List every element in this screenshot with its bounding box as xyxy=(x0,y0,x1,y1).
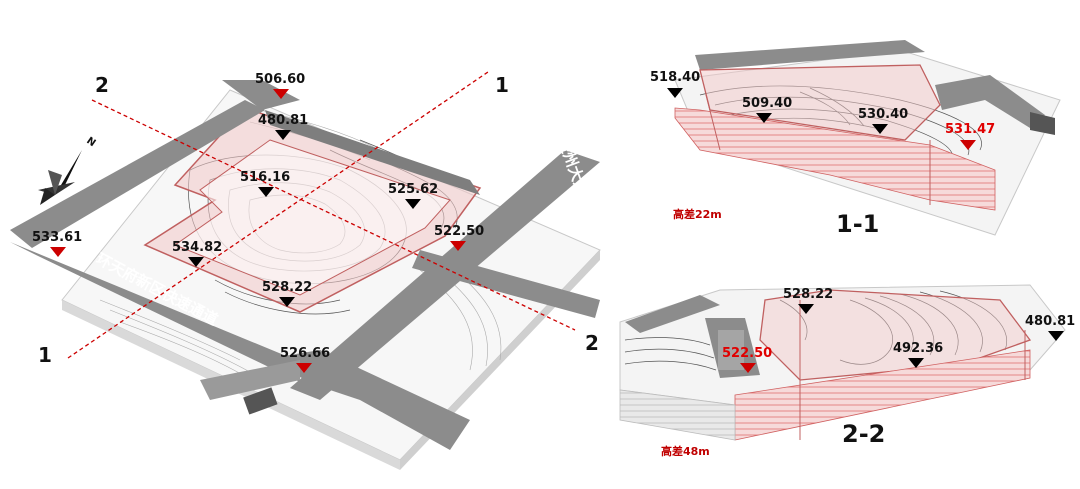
section-1-1-panel: 518.40 509.40 530.40 531.47 高差22m 1-1 xyxy=(650,40,1061,238)
svg-text:480.81: 480.81 xyxy=(1025,314,1075,329)
svg-text:526.66: 526.66 xyxy=(280,346,330,361)
section-2-title: 2-2 xyxy=(842,420,885,448)
road-south-main xyxy=(260,350,470,450)
svg-text:518.40: 518.40 xyxy=(650,70,700,85)
elevation-mark: 522.50 xyxy=(434,224,484,251)
panel-divider xyxy=(608,0,620,489)
section-marker-2-bottom: 2 xyxy=(585,331,599,355)
svg-text:533.61: 533.61 xyxy=(32,230,82,245)
section-1-title: 1-1 xyxy=(836,210,879,238)
elevation-mark: 526.66 xyxy=(280,346,330,373)
svg-text:530.40: 530.40 xyxy=(858,107,908,122)
elevation-mark: 530.40 xyxy=(858,107,908,134)
road-ring-south xyxy=(10,242,300,382)
site-internal-road xyxy=(265,110,480,195)
elevation-mark: 531.47 xyxy=(945,122,995,150)
elevation-mark: 528.22 xyxy=(783,287,833,314)
svg-text:534.82: 534.82 xyxy=(172,240,222,255)
roads xyxy=(10,80,600,450)
road-east-link xyxy=(412,250,600,318)
elevation-mark: 522.50 xyxy=(722,346,772,373)
elevation-mark: 480.81 xyxy=(258,113,308,140)
elevation-mark: 506.60 xyxy=(255,72,305,99)
svg-text:492.36: 492.36 xyxy=(893,341,943,356)
section-2-2-panel: 528.22 480.81 522.50 492.36 高差48m 2-2 xyxy=(619,284,1075,458)
section-marker-1-bottom: 1 xyxy=(38,343,52,367)
section-marker-1-top: 1 xyxy=(495,73,509,97)
elevation-mark: 525.62 xyxy=(388,182,438,209)
elevation-mark: 516.16 xyxy=(240,170,290,197)
section-line-2 xyxy=(91,99,576,331)
section-marker-2-top: 2 xyxy=(95,73,109,97)
section-2-road-west xyxy=(625,295,720,333)
svg-text:522.50: 522.50 xyxy=(722,346,772,361)
elevation-mark: 518.40 xyxy=(650,70,700,98)
svg-text:531.47: 531.47 xyxy=(945,122,995,137)
elevation-mark: 509.40 xyxy=(742,96,792,123)
elevation-mark: 480.81 xyxy=(1025,314,1075,341)
elevation-mark: 528.22 xyxy=(262,280,312,307)
section-2-contours xyxy=(624,290,1007,371)
section-1-road-north xyxy=(695,40,925,70)
svg-text:506.60: 506.60 xyxy=(255,72,305,87)
svg-text:528.22: 528.22 xyxy=(783,287,833,302)
site-boundary xyxy=(143,107,482,313)
section-1-road-east xyxy=(935,75,1045,128)
section-1-height-diff: 高差22m xyxy=(673,207,722,221)
elevation-mark: 533.61 xyxy=(32,230,82,257)
elevation-markers: 506.60 480.81 516.16 525.62 533.61 534.8… xyxy=(32,72,484,373)
road-southwest xyxy=(200,360,300,400)
svg-text:516.16: 516.16 xyxy=(240,170,290,185)
section-1-cut xyxy=(674,107,996,211)
road-west-ring xyxy=(10,100,265,248)
elevation-mark: 492.36 xyxy=(893,341,943,368)
section-2-height-diff: 高差48m xyxy=(661,444,710,458)
svg-text:528.22: 528.22 xyxy=(262,280,312,295)
section-line-1 xyxy=(67,71,489,359)
north-label: N xyxy=(84,135,97,149)
svg-text:522.50: 522.50 xyxy=(434,224,484,239)
plan-view: 环天府新区快速通道 益州大道南延线 2 1 1 2 N 506.60 480.8… xyxy=(10,71,607,470)
svg-text:509.40: 509.40 xyxy=(742,96,792,111)
svg-text:525.62: 525.62 xyxy=(388,182,438,197)
svg-text:480.81: 480.81 xyxy=(258,113,308,128)
road-north-stub xyxy=(222,80,300,110)
elevation-mark: 534.82 xyxy=(172,240,222,267)
